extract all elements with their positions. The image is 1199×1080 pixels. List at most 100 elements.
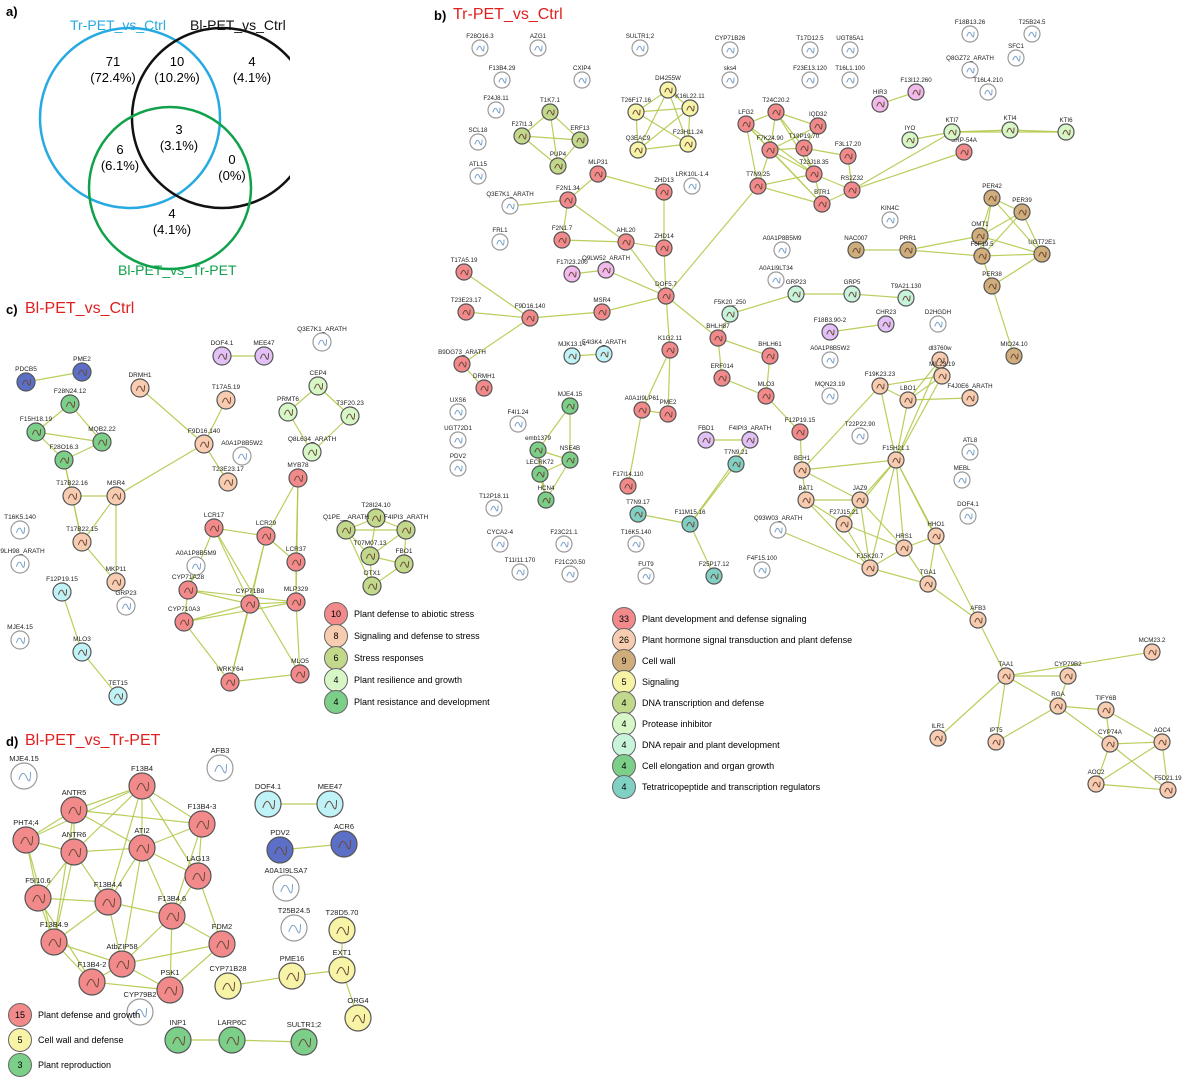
d-node-fdm2[interactable]: FDM2: [208, 922, 236, 958]
b-node-f13i12-260[interactable]: F13I12.260: [900, 77, 932, 101]
b-node-hcn4[interactable]: HCN4: [537, 485, 555, 509]
b-node-f27j15-21[interactable]: F27J15.21: [829, 509, 859, 533]
d-node-org4[interactable]: ORG4: [344, 996, 372, 1032]
b-node-lfg2[interactable]: LFG2: [737, 109, 755, 133]
b-node-hho1[interactable]: HHO1: [927, 521, 945, 545]
c-node-msr4[interactable]: MSR4: [106, 480, 126, 506]
b-node-uxs6[interactable]: UXS6: [449, 397, 467, 421]
c-node-otx1[interactable]: OTX1: [362, 570, 382, 596]
b-node-atl8[interactable]: ATL8: [961, 437, 979, 461]
b-node-ahl20[interactable]: AHL20: [617, 227, 636, 251]
b-node-mlp31[interactable]: MLP31: [588, 159, 608, 183]
b-node-ugt72d1[interactable]: UGT72D1: [444, 425, 472, 449]
c-node-q8l634-arath[interactable]: Q8L634_ARATH: [288, 436, 337, 462]
b-node-per38[interactable]: PER38: [982, 271, 1002, 295]
d-node-pme16[interactable]: PME16: [278, 954, 306, 990]
b-node-f19k23-23[interactable]: F19K23.23: [865, 371, 896, 395]
b-node-iyo[interactable]: IYO: [901, 125, 919, 149]
c-node-cyp71b8[interactable]: CYP71B8: [236, 588, 265, 614]
b-node-f18b13-26[interactable]: F18B13.26: [955, 19, 986, 43]
d-node-antr6[interactable]: ANTR6: [60, 830, 88, 866]
b-node-btr1[interactable]: BTR1: [813, 189, 831, 213]
c-node-t17b22-15[interactable]: T17B22.15: [66, 526, 98, 552]
c-node-drmh1[interactable]: DRMH1: [128, 372, 152, 398]
b-node-tify6b[interactable]: TIFY6B: [1096, 695, 1117, 719]
c-node-pme2[interactable]: PME2: [72, 356, 92, 382]
b-node-lecrk72[interactable]: LECRK72: [526, 459, 554, 483]
b-node-q3e7k1-arath[interactable]: Q3E7K1_ARATH: [486, 191, 534, 215]
c-node-cyp71a28[interactable]: CYP71A28: [172, 574, 205, 600]
b-node-rga[interactable]: RGA: [1049, 691, 1067, 715]
b-node-f5k20-250[interactable]: F5K20_250: [714, 299, 747, 323]
b-node-q3eac9[interactable]: Q3EAC9: [626, 135, 651, 159]
b-node-mjk13-14[interactable]: MJK13.14: [558, 341, 586, 365]
b-node-f3l17-20[interactable]: F3L17.20: [835, 141, 862, 165]
b-node-aoc4[interactable]: AOC4: [1153, 727, 1171, 751]
c-node-fbo1[interactable]: FBO1: [394, 548, 414, 574]
b-node-k1g2-11[interactable]: K1G2.11: [658, 335, 683, 359]
c-node-myb78[interactable]: MYB78: [287, 462, 309, 488]
b-node-f24j8-11[interactable]: F24J8.11: [483, 95, 509, 119]
b-node-fbd1[interactable]: FBD1: [697, 425, 715, 449]
d-node-t28d5-70[interactable]: T28D5.70: [326, 908, 359, 944]
b-node-cxip4[interactable]: CXIP4: [573, 65, 591, 89]
b-node-frl1[interactable]: FRL1: [491, 227, 509, 251]
b-node-t19p19-70[interactable]: T19P19.70: [789, 133, 820, 157]
b-node-pme2[interactable]: PME2: [659, 399, 677, 423]
b-node-q93w03-arath[interactable]: Q93W03_ARATH: [754, 515, 802, 539]
b-node-sks4[interactable]: sks4: [721, 65, 739, 89]
c-node-lcr37[interactable]: LCR37: [286, 546, 307, 572]
b-node-cyp79b2[interactable]: CYP79B2: [1054, 661, 1082, 685]
b-node-zhd13[interactable]: ZHD13: [654, 177, 674, 201]
b-node-tga1[interactable]: TGA1: [919, 569, 937, 593]
b-node-afb3[interactable]: AFB3: [969, 605, 987, 629]
b-node-t23j18-35[interactable]: T23J18.35: [799, 159, 829, 183]
c-node-q1pe-arath[interactable]: Q1PE__ARATH: [323, 514, 369, 540]
b-node-a0a1p8b5w2[interactable]: A0A1P8B5W2: [810, 345, 850, 369]
c-node-mlo5[interactable]: MLO5: [290, 658, 310, 684]
b-node-f13b4-29[interactable]: F13B4.29: [489, 65, 516, 89]
b-node-f25p17-12[interactable]: F25P17.12: [699, 561, 730, 585]
c-node-mje4-15[interactable]: MJE4.15: [7, 624, 33, 650]
d-node-f13b4-3[interactable]: F13B4-3: [188, 802, 217, 838]
d-node-inp1[interactable]: INP1: [164, 1018, 192, 1054]
b-node-f17i23-200[interactable]: F17I23.200: [556, 259, 588, 283]
b-node-per42[interactable]: PER42: [982, 183, 1002, 207]
b-node-kin4c[interactable]: KIN4C: [881, 205, 900, 229]
b-node-t7n9-21[interactable]: T7N9.21: [724, 449, 748, 473]
b-node-atl15[interactable]: ATL15: [469, 161, 487, 185]
b-node-t16l4-210[interactable]: T16L4.210: [973, 77, 1003, 101]
b-node-rs2z32[interactable]: RS2Z32: [841, 175, 864, 199]
b-node-f5d21-19[interactable]: F5D21.19: [1154, 775, 1182, 799]
b-node-ipt5[interactable]: IPT5: [987, 727, 1005, 751]
c-node-t17b22-16[interactable]: T17B22.16: [56, 480, 88, 506]
c-node-mkp11[interactable]: MKP11: [106, 566, 127, 592]
b-node-t7n9-25[interactable]: T7N9.25: [746, 171, 770, 195]
d-node-mje4-15[interactable]: MJE4.15: [9, 754, 39, 790]
d-node-pdv2[interactable]: PDV2: [266, 828, 294, 864]
b-node-t23e23-17[interactable]: T23E23.17: [451, 297, 482, 321]
b-node-t17a5-19[interactable]: T17A5.19: [451, 257, 478, 281]
c-node-dof4-1[interactable]: DOF4.1: [211, 340, 234, 366]
b-node-t24c20-2[interactable]: T24C20.2: [762, 97, 790, 121]
c-node-t17a5-19[interactable]: T17A5.19: [212, 384, 241, 410]
b-node-t9a21-130[interactable]: T9A21.130: [891, 283, 922, 307]
b-node-lbo1[interactable]: LBO1: [899, 385, 917, 409]
d-node-f13b4[interactable]: F13B4: [128, 764, 156, 800]
b-node-f11m15-16[interactable]: F11M15.16: [675, 509, 706, 533]
c-node-lcr29[interactable]: LCR29: [256, 520, 277, 546]
b-node-t12p18-11[interactable]: T12P18.11: [479, 493, 509, 517]
c-node-f28n24-12[interactable]: F28N24.12: [54, 388, 87, 414]
c-node-cyp710a3[interactable]: CYP710A3: [168, 606, 201, 632]
c-node-f15h18-19[interactable]: F15H18.19: [20, 416, 53, 442]
b-node-f4i3k4-arath[interactable]: F4I3K4_ARATH: [582, 339, 626, 363]
c-node-t16k5-140[interactable]: T16K5.140: [4, 514, 36, 540]
b-node-f15h21-1[interactable]: F15H21.1: [882, 445, 910, 469]
b-node-prr1[interactable]: PRR1: [899, 235, 917, 259]
d-node-lag13[interactable]: LAG13: [184, 854, 212, 890]
b-node-pup4[interactable]: PUP4: [549, 151, 567, 175]
b-node-per39[interactable]: PER39: [1012, 197, 1032, 221]
b-node-nac007[interactable]: NAC007: [844, 235, 868, 259]
b-node-t17d12-5[interactable]: T17D12.5: [796, 35, 824, 59]
b-node-cyp74a[interactable]: CYP74A: [1098, 729, 1123, 753]
